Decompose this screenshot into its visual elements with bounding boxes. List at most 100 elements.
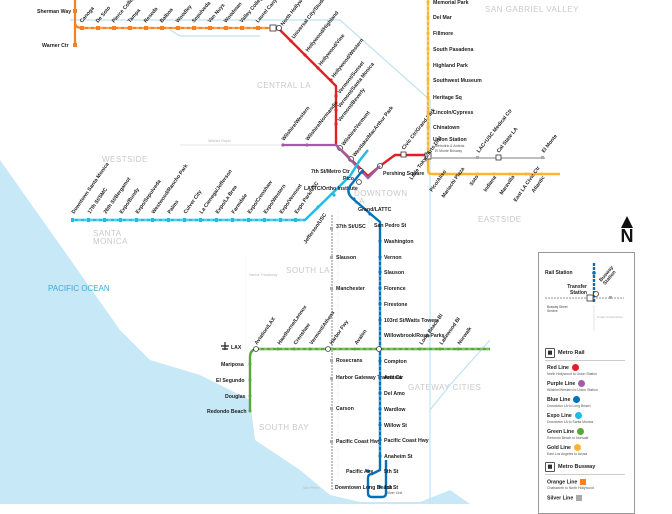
transfer-union-station[interactable] [424,152,432,160]
north-arrow: N [618,216,636,246]
gold-stations [426,0,544,176]
label-el-segundo: El Segundo [216,378,245,384]
blue-stations [352,197,382,489]
legend-silver-line: Silver Line [547,495,583,501]
label-fillmore: Fillmore [433,31,453,37]
label-grand-lattc: Grand/LATTC [358,207,392,213]
legend-metro-rail-heading: ▩ Metro Rail [545,348,585,358]
label-anaheim-st: Anaheim St [384,454,413,460]
station-wilshire-western[interactable] [281,143,285,147]
label-washington: Washington [384,239,414,245]
gold-line: Memorial Park Del Mar Fillmore South Pas… [409,0,560,203]
label-del-amo: Del Amo [384,391,405,397]
coast-bay [300,470,470,504]
station-civic-ctr[interactable] [400,151,407,158]
label-soto: Soto [469,174,481,187]
north-label: N [620,226,634,246]
label-artesia: Artesia [384,375,402,381]
transfer-harbor-fwy[interactable] [325,346,331,352]
transfer-willowbrook[interactable] [376,346,382,352]
label-memorial-park: Memorial Park [433,0,469,6]
expo-line-dot-icon [574,412,582,419]
ghost-wilshire: Wilshire Rapid [208,139,231,143]
silver-line-square-icon [576,495,583,501]
label-willowbrook: Willowbrook/Rosa Parks [384,333,445,339]
legend-symbols [545,263,624,331]
region-pacific-ocean: PACIFIC OCEAN [48,284,110,293]
bus-icon: ▩ [545,462,555,472]
label-cal-state-la: Cal State LA [496,126,520,154]
region-downtown-2: LA [354,197,365,206]
region-downtown: DOWNTOWN [354,189,408,198]
label-norwalk: Norwalk [457,326,474,346]
busway-outline-3 [429,339,491,411]
note-metrolink: Metrolink & Amtrak [435,144,465,148]
label-37th-st-usc: 37th St/USC [336,224,366,230]
label-florence: Florence [384,286,406,292]
region-central-la: CENTRAL LA [257,81,311,90]
label-mariposa: Mariposa [221,362,244,368]
label-south-pasadena: South Pasadena [433,47,473,53]
label-pch-silver: Pacific Coast Hwy [336,439,381,445]
airport-icon [221,342,229,350]
note-el-monte-busway: El Monte Busway [435,149,462,153]
label-palms: Palms [167,199,181,215]
label-7th-st-metro: 7th St/Metro Ctr [311,169,350,175]
legend-panel: Rail Station Transfer Station Busway Sta… [538,252,635,514]
label-26th-st-bergamot: 26th St/Bergamot [103,176,133,215]
orange-line: Sherman Way Warner Ctr Canoga De Soto Pi… [37,0,283,49]
green-line-dot-icon [577,428,585,435]
train-icon: ▩ [545,348,555,358]
orange-stations [80,26,260,30]
note-1st-st-silver: Silver Line [386,491,402,495]
legend-transfer-station: Transfer Station [567,284,587,296]
region-santa-monica-2: MONICA [93,237,128,246]
legend-under-construction: Under Construction [597,315,623,319]
label-pico: Pico [343,176,354,182]
legend-metro-rail-title: Metro Rail [558,350,585,356]
label-lattc-ortho: LATTC/Ortho Institute [304,186,358,192]
label-wilshire-normandie: Wilshire/Normandie [305,100,340,142]
blue-line-dot-icon [573,396,581,403]
label-el-monte: El Monte [541,133,559,154]
label-balboa: Balboa [159,7,175,24]
north-arrow-icon [621,216,633,228]
station-sherman-way[interactable] [73,9,77,13]
station-wilshire-normandie[interactable] [305,143,309,147]
label-del-mar: Del Mar [433,15,452,21]
label-5th-st: 5th St [384,469,399,475]
legend-busway-note: Busway Street Service [547,305,568,313]
label-warner-ctr: Warner Ctr [42,43,69,49]
label-de-soto: De Soto [95,5,112,24]
transfer-north-hollywood[interactable] [269,24,277,32]
legend-metro-busway-heading: ▩ Metro Busway [545,462,595,472]
orange-line-square-icon [580,479,587,485]
label-slauson-silver: Slauson [336,255,356,261]
transfer-aviation-lax[interactable] [253,346,259,352]
transfer-pico[interactable] [356,179,362,185]
label-aviation-lax: Aviation/LAX [254,316,278,346]
region-eastside: EASTSIDE [478,215,522,224]
label-avalon: Avalon [354,329,369,346]
label-tampa: Tampa [127,8,142,24]
region-south-bay: SOUTH BAY [259,423,309,432]
green-stations [248,347,460,413]
label-san-pedro-st: San Pedro St [374,223,407,229]
label-westlake: Westlake/MacArthur Park [352,105,395,158]
label-harbor-gateway: Harbor Gateway Transit Ctr [336,375,403,381]
legend-metro-busway-title: Metro Busway [558,464,596,470]
label-canoga: Canoga [79,6,96,25]
blue-line: Grand/LATTC San Pedro St Washington Vern… [335,169,445,499]
label-willow-st: Willow St [384,423,407,429]
label-vernon: Vernon [384,255,402,261]
station-warner-ctr[interactable] [73,43,77,47]
label-sherman-way: Sherman Way [37,9,71,15]
transfer-cal-state-la[interactable] [495,154,502,161]
station-north-hollywood[interactable] [275,24,282,31]
